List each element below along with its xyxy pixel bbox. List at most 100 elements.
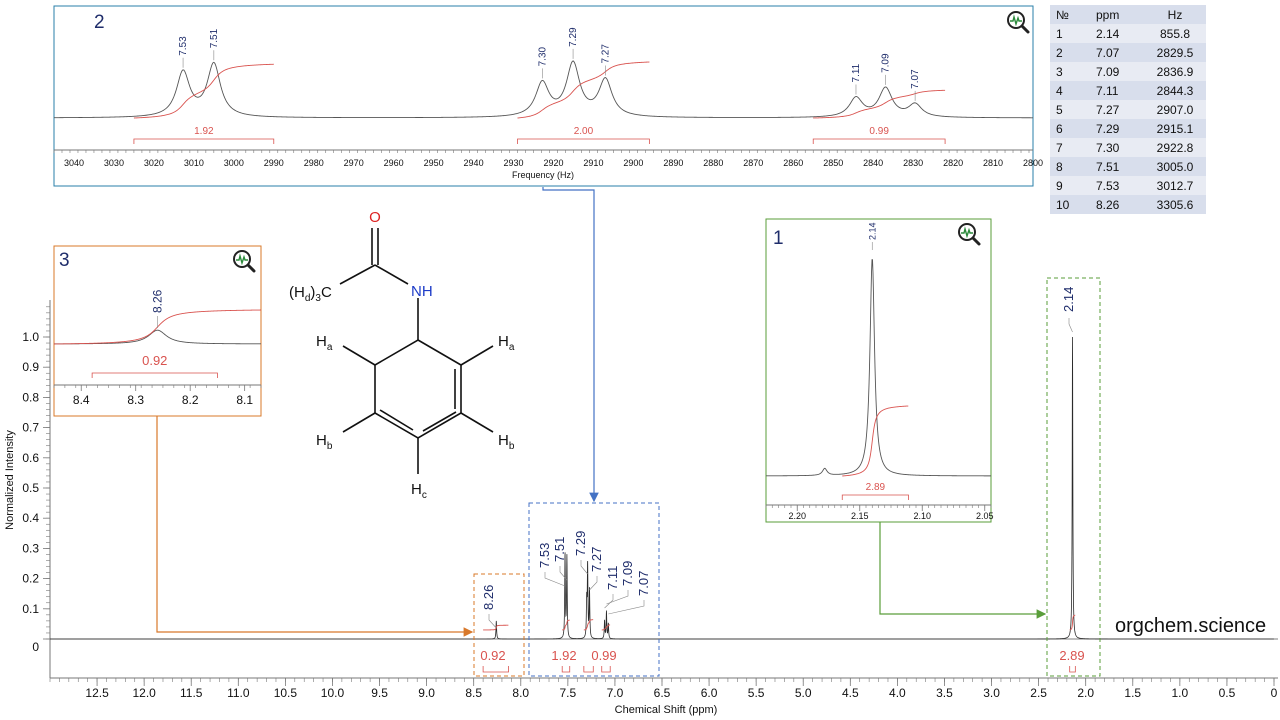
atom-oxygen: O [369, 209, 381, 226]
main-integral-bracket [1069, 666, 1076, 673]
x-tick-label: 2820 [943, 158, 963, 168]
peak-number: 3 [1056, 64, 1063, 79]
peak-ppm: 2.14 [1096, 26, 1120, 41]
y-tick-label: 0.3 [22, 541, 39, 555]
atom-nh: NH [411, 283, 433, 300]
x-tick-label: 2890 [663, 158, 683, 168]
inset-2-integral-curve [133, 63, 274, 119]
x-tick-label: 2860 [783, 158, 803, 168]
inset-1-integral-label: 2.89 [866, 482, 886, 493]
x-tick-label: 2970 [344, 158, 364, 168]
peak-ppm: 7.07 [1096, 45, 1120, 60]
peak-ppm: 7.09 [1096, 64, 1120, 79]
inset-2-peak-label: 7.29 [568, 27, 579, 47]
peak-number: 4 [1056, 83, 1063, 98]
peak-table-header-no: № [1056, 7, 1069, 22]
x-tick-label: 3020 [144, 158, 164, 168]
peak-hz: 3005.0 [1156, 159, 1194, 174]
x-tick-label: 8.1 [236, 393, 253, 407]
peak-number: 8 [1056, 159, 1063, 174]
x-tick-label: 2.10 [913, 511, 931, 521]
inset-2-number: 2 [94, 12, 105, 33]
y-tick-label: 0.7 [22, 421, 39, 435]
inset-2-x-axis-label: Frequency (Hz) [512, 170, 574, 180]
inset-2-integral-label: 2.00 [574, 126, 594, 137]
peak-table-header-ppm: ppm [1096, 7, 1120, 22]
peak-hz: 2836.9 [1156, 64, 1194, 79]
inset-2-integral-bracket [133, 138, 275, 144]
main-integral-label: 2.89 [1059, 648, 1084, 663]
peak-hz: 855.8 [1159, 26, 1191, 41]
y-tick-label: 0.5 [22, 481, 39, 495]
peak-number: 1 [1056, 26, 1063, 41]
x-tick-label: 1.0 [1172, 686, 1189, 700]
x-tick-label: 3000 [224, 158, 244, 168]
inset-1-peak-label: 2.14 [867, 222, 877, 240]
inset-2-peak-label: 7.30 [537, 46, 548, 66]
inset-3-integral-bracket [91, 372, 218, 378]
x-tick-label: 10.0 [321, 686, 345, 700]
peak-hz: 2922.8 [1156, 140, 1194, 155]
main-integral-curve [1069, 614, 1076, 631]
main-peak-label: 8.26 [481, 585, 496, 610]
peak-table-header: № ppm Hz [1050, 5, 1206, 24]
x-tick-label: 3010 [184, 158, 204, 168]
inset-2-peak-label: 7.27 [600, 44, 611, 64]
x-tick-label: 2.15 [851, 511, 869, 521]
peak-leader-line [488, 614, 497, 629]
peak-ppm: 8.26 [1096, 197, 1120, 212]
x-tick-label: 2880 [703, 158, 723, 168]
x-tick-label: 2.0 [1077, 686, 1094, 700]
main-integral-label: 0.92 [480, 648, 505, 663]
peak-table-row: 3 7.09 2836.9 [1050, 62, 1206, 81]
inset-2-integral-label: 0.99 [869, 126, 889, 137]
peak-ppm: 7.11 [1096, 83, 1119, 98]
zoom-icon[interactable] [233, 250, 256, 273]
main-integral-curve [583, 619, 594, 631]
inset-2-integral-curve [517, 61, 650, 119]
main-integral-curve [483, 624, 509, 631]
inset-2-peak-label: 7.51 [209, 28, 220, 48]
x-tick-label: 3030 [104, 158, 124, 168]
x-tick-label: 2.5 [1030, 686, 1047, 700]
x-tick-label: 6.5 [654, 686, 671, 700]
molecule-structure [339, 228, 494, 474]
main-integral-label: 0.99 [591, 648, 616, 663]
x-tick-label: 5.0 [795, 686, 812, 700]
x-tick-label: 3.5 [936, 686, 953, 700]
inset-1-number: 1 [773, 228, 784, 249]
inset-1-integral-curve [842, 405, 909, 477]
inset-3-peak-label: 8.26 [151, 289, 165, 313]
peak-leader-line [606, 590, 629, 605]
x-tick-label: 2810 [983, 158, 1003, 168]
peak-hz: 2829.5 [1156, 45, 1194, 60]
main-integral-bracket [482, 666, 509, 673]
inset-1-integral-bracket [841, 494, 909, 500]
x-tick-label: 3040 [64, 158, 84, 168]
peak-leader-line [608, 600, 645, 615]
x-tick-label: 4.0 [889, 686, 906, 700]
peak-hz: 3012.7 [1156, 178, 1194, 193]
inset-3-integral-label: 0.92 [142, 353, 167, 368]
peak-ppm: 7.27 [1096, 102, 1120, 117]
main-integral-label: 1.92 [551, 648, 576, 663]
x-tick-label: 1.5 [1124, 686, 1141, 700]
x-tick-label: 6.0 [701, 686, 718, 700]
atom-methyl: (Hd)3C [289, 284, 332, 304]
peak-leader-line [544, 572, 566, 587]
highlight-box-1 [1046, 277, 1101, 677]
main-y-axis: 00.10.20.30.40.50.60.70.80.91.0 [22, 300, 51, 678]
inset-2-integral-bracket [517, 138, 650, 144]
zoom-icon[interactable] [1007, 11, 1030, 34]
x-tick-label: 8.3 [127, 393, 144, 407]
main-peak-label: 7.11 [605, 566, 620, 590]
zoom-icon[interactable] [958, 223, 981, 246]
x-tick-label: 2800 [1023, 158, 1043, 168]
peak-ppm: 7.53 [1096, 178, 1120, 193]
peak-number: 5 [1056, 102, 1063, 117]
